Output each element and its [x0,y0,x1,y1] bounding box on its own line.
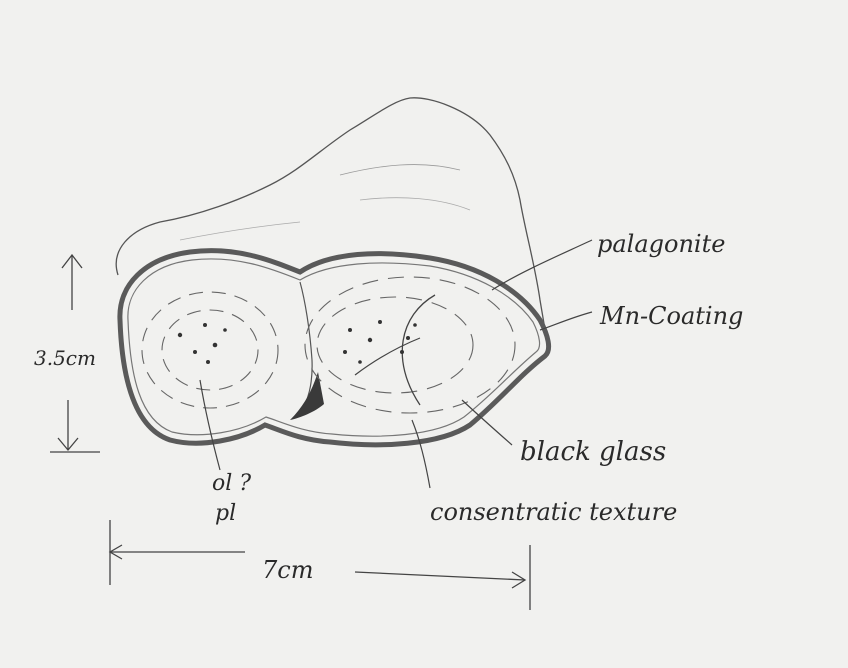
height-label: 3.5cm [34,346,96,370]
width-label: 7cm [262,556,313,584]
palagonite-label: palagonite [597,230,725,258]
plagioclase-label: pl [215,501,236,526]
mn-coating-label: Mn-Coating [599,302,743,330]
concentric-texture-label: consentratic texture [430,498,677,526]
black-glass-label: black glass [520,437,666,467]
olivine-label: ol ? [212,471,251,496]
